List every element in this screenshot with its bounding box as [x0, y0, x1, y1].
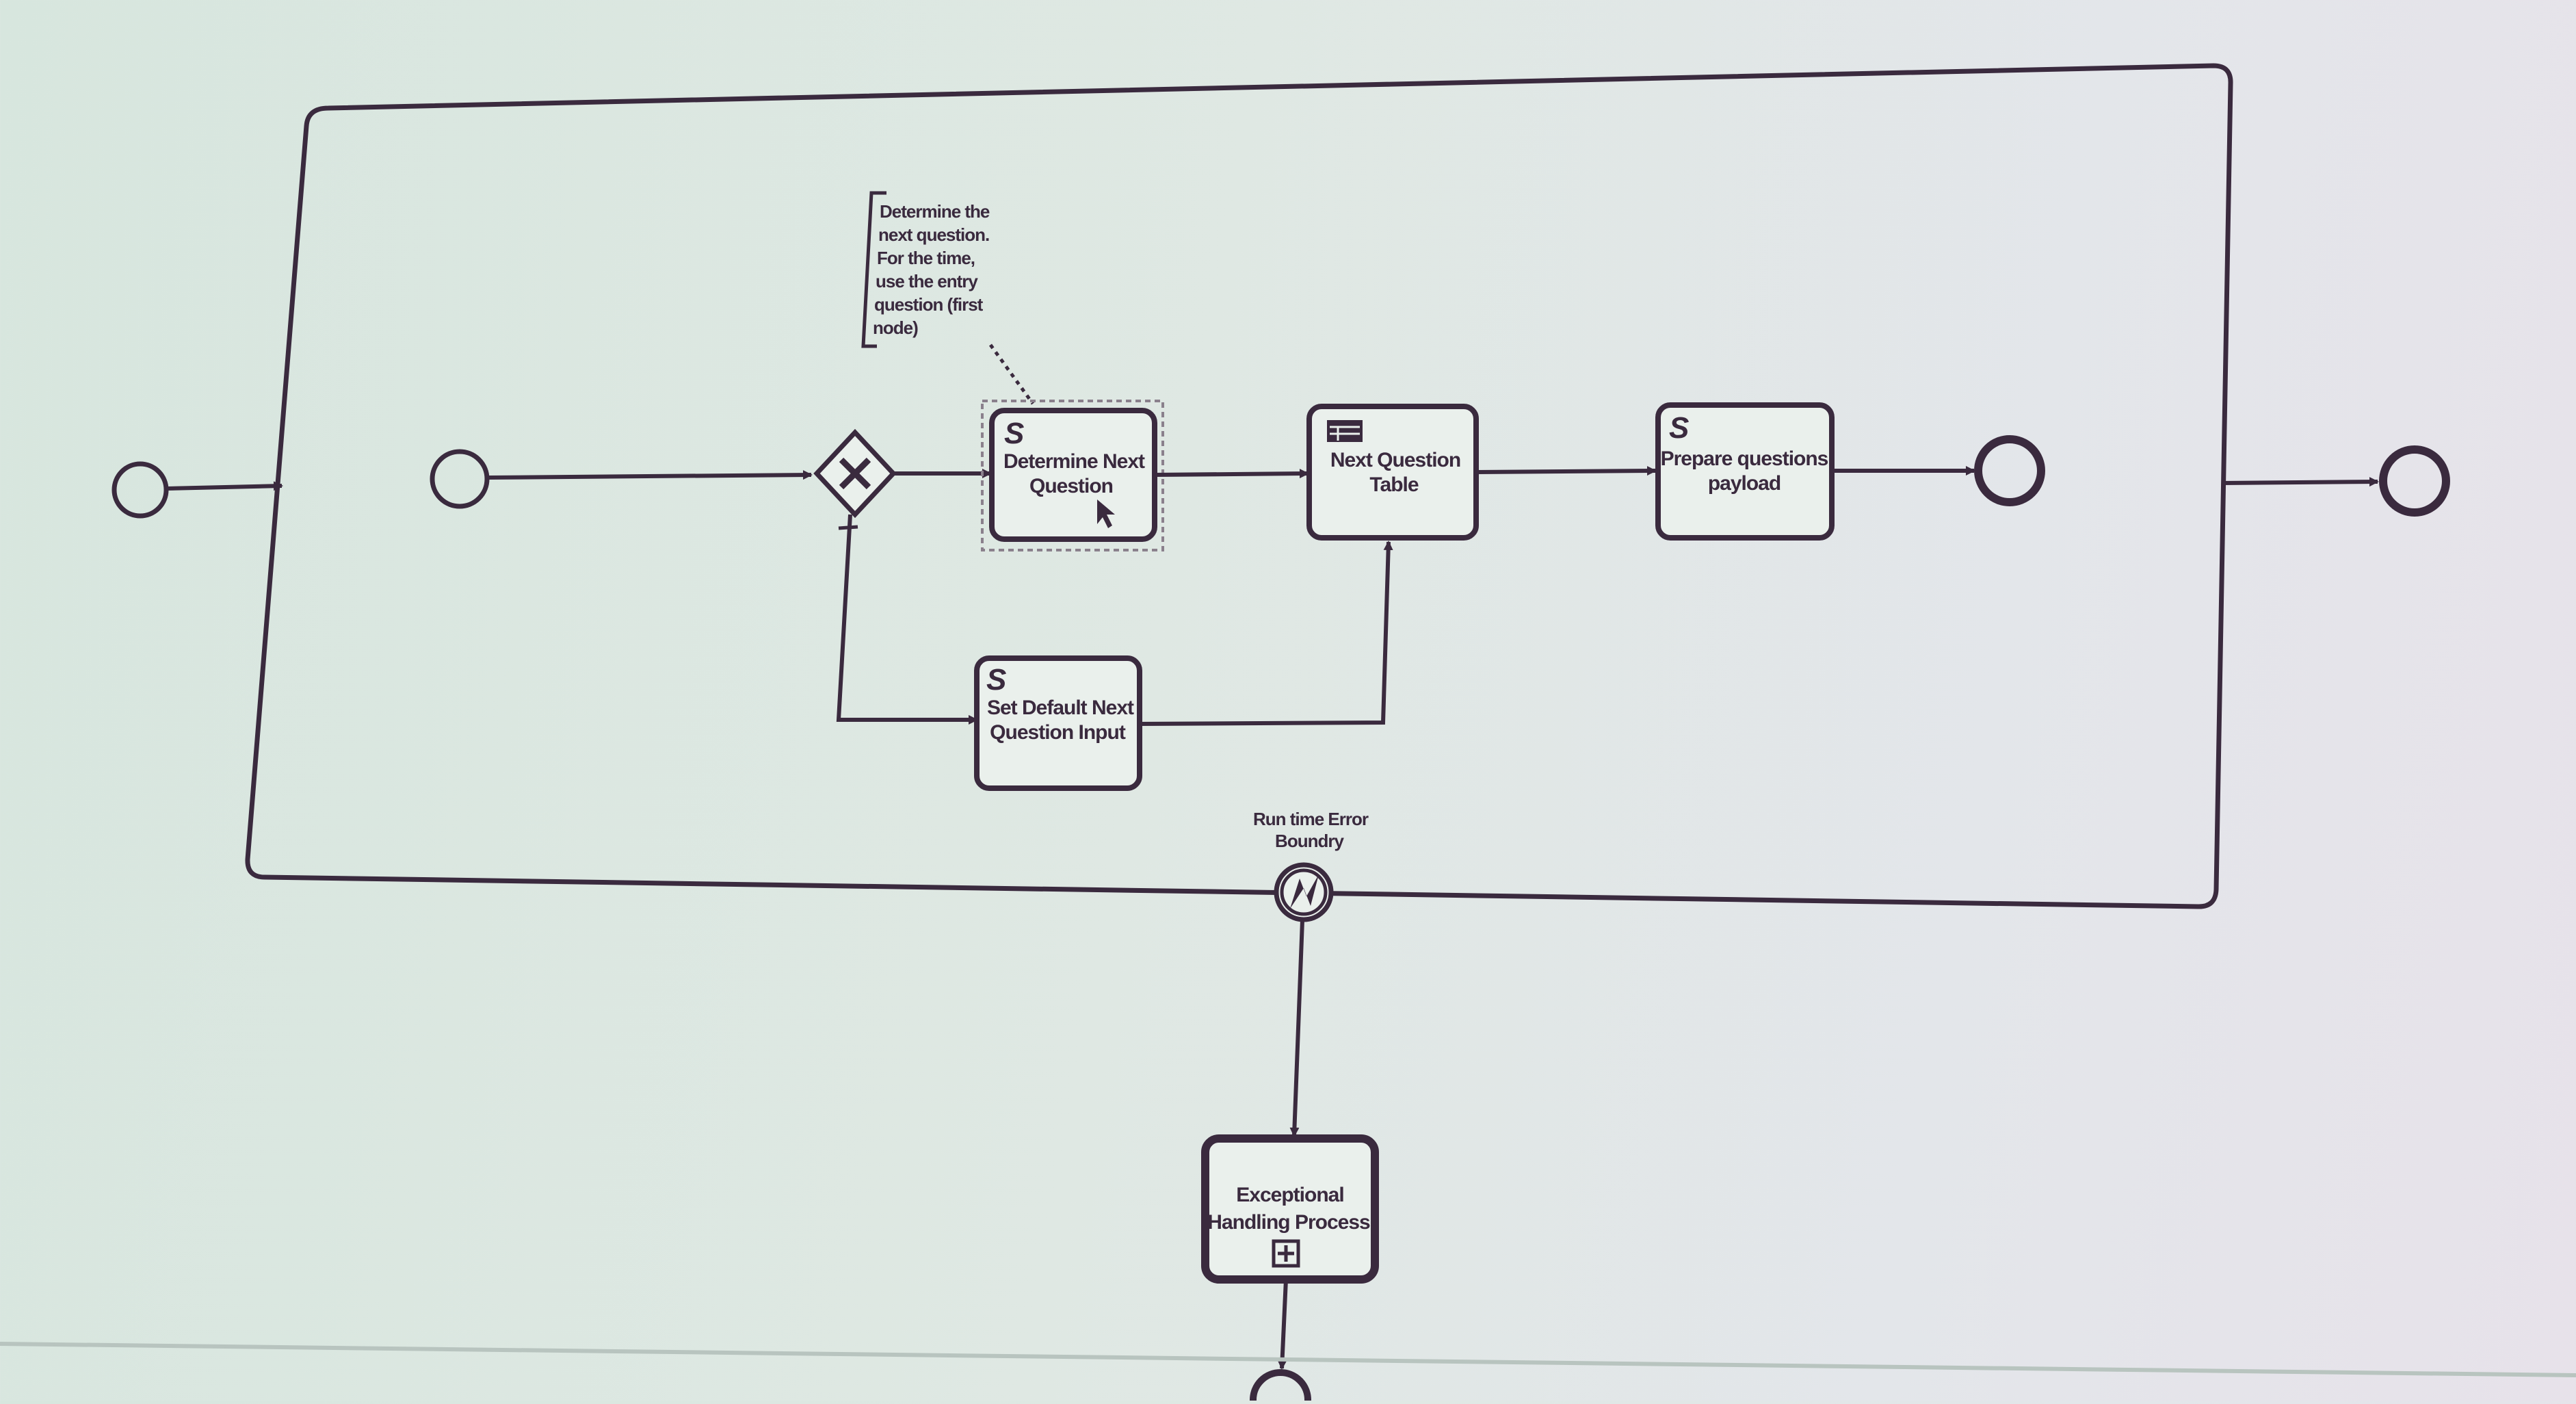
error-icon	[1290, 874, 1319, 909]
annotation-line-2: next question.	[878, 224, 989, 245]
inner-start-event[interactable]	[430, 449, 490, 509]
flow-set-default-to-table	[1139, 541, 1393, 726]
svg-text:Exceptional: Exceptional	[1236, 1184, 1343, 1206]
svg-text:payload: payload	[1708, 472, 1780, 495]
task-set-default-next-question-input[interactable]: S Set Default Next Question Input	[974, 655, 1142, 791]
task-determine-next-question[interactable]: S Determine Next Question	[981, 400, 1164, 551]
screen-bottom-edge	[0, 1342, 2576, 1377]
annotation-line-1: Determine the	[880, 201, 990, 222]
flow-gateway-to-set-default	[836, 514, 978, 725]
annotation-line-6: node)	[873, 317, 918, 338]
task-prepare-questions-payload[interactable]: S Prepare questions payload	[1655, 402, 1835, 541]
svg-text:use the entry: use the entry	[876, 271, 978, 291]
flow-determine-to-table	[1154, 469, 1309, 479]
boundary-error-event[interactable]: Run time Error Boundry	[1253, 809, 1369, 922]
flow-table-to-prepare	[1475, 466, 1657, 476]
svg-text:Boundry: Boundry	[1275, 831, 1344, 851]
exclusive-gateway[interactable]	[813, 428, 897, 519]
svg-text:Determine the: Determine the	[880, 201, 990, 222]
boundary-label-line-2: Boundry	[1275, 831, 1344, 851]
flow-exception-to-next	[1277, 1279, 1288, 1370]
svg-text:Next Question: Next Question	[1330, 449, 1460, 471]
mouse-cursor-icon	[1097, 499, 1115, 528]
flow-container-to-outer-end	[2221, 477, 2379, 487]
annotation-association	[988, 343, 1035, 405]
exclusive-x-icon	[839, 457, 871, 490]
task-label-line-1: Prepare questions	[1661, 447, 1828, 470]
subprocess-label-line-1: Exceptional	[1236, 1184, 1343, 1206]
default-flow-mark	[838, 525, 858, 530]
flow-outer-start-to-container	[166, 481, 283, 491]
svg-text:For the time,: For the time,	[877, 248, 975, 268]
outer-end-event[interactable]	[2379, 445, 2450, 517]
task-label-line-2: Table	[1369, 473, 1418, 496]
task-label-line-1: Next Question	[1330, 449, 1460, 471]
subprocess-exceptional-handling-process[interactable]: Exceptional Handling Process	[1201, 1134, 1379, 1284]
svg-text:Run time Error: Run time Error	[1253, 809, 1369, 829]
outer-start-event[interactable]	[111, 461, 169, 519]
annotation-line-5: question (first	[874, 294, 984, 315]
inner-end-event[interactable]	[1974, 435, 2045, 506]
business-rule-icon	[1327, 420, 1363, 442]
task-label-line-2: Question	[1029, 475, 1113, 497]
task-label-line-2: Question Input	[990, 721, 1126, 744]
text-annotation[interactable]: Determine the next question. For the tim…	[861, 191, 990, 348]
subprocess-plus-icon[interactable]	[1272, 1239, 1300, 1268]
svg-text:next question.: next question.	[878, 224, 989, 245]
script-icon: S	[986, 663, 1006, 697]
svg-text:Determine Next: Determine Next	[1003, 450, 1145, 473]
svg-text:Handling Process: Handling Process	[1207, 1211, 1370, 1234]
svg-text:question (first: question (first	[874, 294, 984, 315]
svg-text:Prepare questions: Prepare questions	[1661, 447, 1828, 470]
selection-outline	[981, 400, 1164, 551]
task-next-question-table[interactable]: Next Question Table	[1306, 404, 1479, 541]
svg-text:Question: Question	[1029, 475, 1113, 497]
svg-text:Table: Table	[1369, 473, 1418, 496]
task-label-line-1: Set Default Next	[987, 697, 1134, 719]
svg-text:node): node)	[873, 317, 918, 338]
svg-text:Question Input: Question Input	[990, 721, 1126, 744]
flow-start-to-gateway	[487, 470, 813, 480]
flow-boundary-to-exception	[1289, 920, 1304, 1137]
subprocess-label-line-2: Handling Process	[1207, 1211, 1370, 1234]
task-label-line-2: payload	[1708, 472, 1780, 495]
exception-end-event[interactable]	[1250, 1369, 1311, 1404]
svg-text:Set Default Next: Set Default Next	[987, 697, 1134, 719]
script-icon: S	[1004, 417, 1024, 450]
annotation-line-3: For the time,	[877, 248, 975, 268]
boundary-label-line-1: Run time Error	[1253, 809, 1369, 829]
task-label-line-1: Determine Next	[1003, 450, 1145, 473]
script-icon: S	[1669, 411, 1689, 445]
subprocess-container[interactable]	[245, 63, 2233, 909]
annotation-line-4: use the entry	[876, 271, 978, 291]
